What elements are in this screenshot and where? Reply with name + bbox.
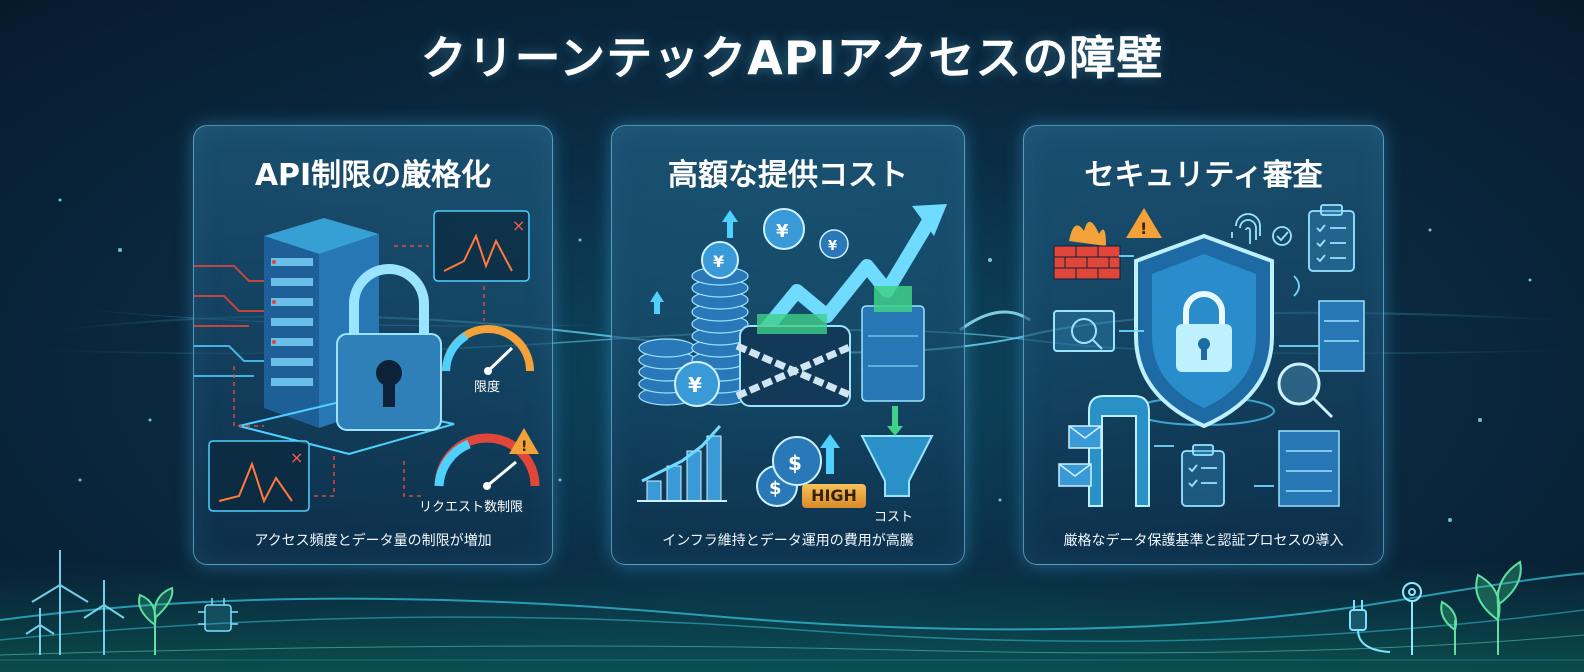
magnifier-icon [1053,310,1115,352]
chart-window-icon: × [208,440,310,512]
svg-text:×: × [290,448,303,467]
yen-coin-icon: ¥ ¥ ¥ ¥ [674,208,849,407]
svg-text:!: ! [521,439,527,455]
padlock-icon [336,264,442,431]
clipboard-icon [1181,444,1225,507]
plant-icon [138,586,174,655]
plug-icon [1349,600,1391,653]
panel-title: セキュリティ審査 [1084,158,1323,193]
svg-text:¥: ¥ [776,221,789,242]
magnifier-icon [1277,362,1334,419]
server-icon [861,286,925,402]
gauge-label-requests: リクエスト数制限 [419,500,524,515]
envelope-icon [1058,425,1102,487]
panel-caption: 厳格なデータ保護基準と認証プロセスの導入 [1063,533,1344,549]
svg-text:$: $ [769,478,782,499]
panel-security-review: セキュリティ審査 ! [1023,125,1384,565]
api-limit-illustration: × × [194,210,540,512]
check-circle-icon [1272,226,1292,246]
funnel-label-cost: コスト [874,510,914,525]
firewall-icon [1053,221,1121,280]
page-title: クリーンテックAPIアクセスの障壁 [420,31,1164,85]
fingerprint-icon [1231,213,1261,244]
warning-icon: ! [509,428,539,455]
gate-icon [1088,395,1150,507]
plant-icon [1440,560,1522,655]
svg-text:×: × [512,216,525,235]
svg-text:¥: ¥ [688,373,702,397]
gear-icon [1402,582,1422,655]
gauge-icon [434,433,540,490]
svg-text:$: $ [788,451,802,475]
panel-api-restrictions: API制限の厳格化 [193,125,553,565]
security-illustration: ! [1053,204,1365,507]
money-bag-icon: $ $ [756,436,822,507]
panel-title: 高額な提供コスト [668,158,908,193]
wallet-chain-icon [735,314,854,407]
warning-icon: ! [1126,208,1162,238]
clipboard-icon [1308,204,1355,272]
gauge-label-limit: 限度 [474,380,501,395]
panel-caption: アクセス頻度とデータ量の制限が増加 [254,533,492,549]
high-badge: HIGH [802,484,866,508]
gauge-icon [442,325,534,375]
panel-caption: インフラ維持とデータ運用の費用が高騰 [662,533,914,549]
chip-icon [198,598,238,632]
svg-text:!: ! [1140,219,1147,238]
svg-text:¥: ¥ [713,252,724,271]
wind-turbine-icon [25,550,125,655]
shield-lock-icon [1133,233,1275,429]
server-icon [1278,300,1365,507]
cost-illustration: ¥ ¥ ¥ ¥ [637,204,947,507]
svg-text:¥: ¥ [828,239,837,254]
panel-title: API制限の厳格化 [254,158,492,193]
panel-high-cost: 高額な提供コスト ¥ ¥ ¥ ¥ [611,125,965,565]
bar-chart-icon [637,424,727,502]
chart-window-icon: × [433,210,530,282]
funnel-icon [860,406,934,497]
